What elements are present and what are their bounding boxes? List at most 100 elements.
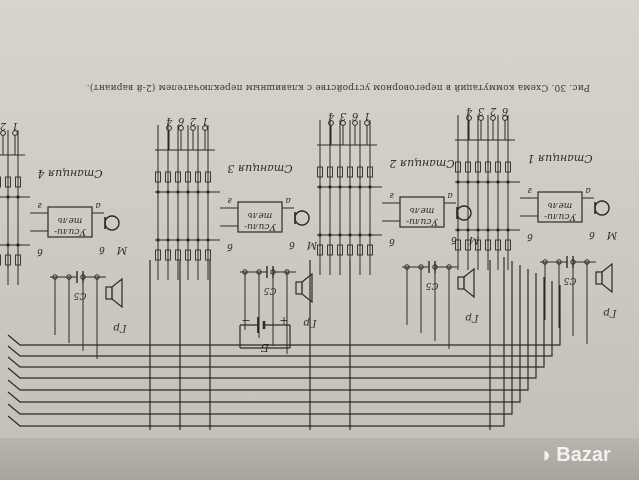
terminal-icon — [202, 125, 208, 131]
switch-contact — [5, 254, 11, 266]
terminal-label: 6 — [501, 105, 508, 116]
switch-contact — [347, 244, 353, 256]
bus-line — [7, 281, 553, 357]
terminal-icon — [490, 115, 496, 121]
switch-contact — [205, 171, 211, 183]
switch-contact — [367, 166, 373, 178]
switch-contact — [317, 244, 323, 256]
amplifier-block — [237, 201, 283, 233]
terminal-icon — [478, 115, 484, 121]
terminal-icon — [340, 120, 346, 126]
switch-contact — [505, 239, 511, 251]
speaker-icon — [105, 286, 113, 300]
bus-line — [7, 265, 521, 403]
pin-g-label: г — [227, 195, 232, 205]
station-title: Станция 2 — [389, 157, 454, 170]
battery-label: Б — [261, 341, 270, 354]
mic-pin-label: б — [99, 244, 105, 255]
switch-contact — [175, 171, 181, 183]
switch-contact — [5, 176, 11, 188]
switch-contact — [0, 176, 1, 188]
switch-contact — [165, 171, 171, 183]
pin-b-label: б — [527, 231, 533, 242]
switch-contact — [155, 249, 161, 261]
pin-b-label: б — [389, 236, 395, 247]
pin-b-label: б — [37, 246, 43, 257]
battery: −+Б — [239, 314, 291, 354]
station-title: Станция 3 — [227, 162, 292, 175]
capacitor-label: C5 — [425, 280, 438, 290]
switch-contact — [495, 161, 501, 173]
terminal-label: 3 — [478, 105, 484, 116]
terminal-icon — [284, 269, 290, 275]
speaker-cone — [111, 277, 123, 309]
terminal-icon — [66, 274, 72, 280]
switch-contact — [485, 161, 491, 173]
terminal-label: 4 — [328, 110, 335, 121]
amplifier-block — [399, 196, 445, 228]
bus-line — [7, 261, 513, 415]
station-title: Станция 1 — [527, 152, 592, 165]
amplifier-label: Усили- — [54, 226, 86, 236]
terminal-label: 1 — [202, 115, 208, 126]
terminal-label: 6 — [177, 115, 184, 126]
switch-contact — [465, 239, 471, 251]
terminal-icon — [418, 264, 424, 270]
amplifier-label: Усили- — [544, 211, 576, 221]
terminal-icon — [570, 259, 576, 265]
switch-contact — [195, 249, 201, 261]
mic-pin-label: б — [451, 234, 457, 245]
terminal-label: 2 — [190, 115, 197, 126]
terminal-label: 2 — [490, 105, 497, 116]
switch-contact — [317, 166, 323, 178]
terminal-icon — [166, 125, 172, 131]
speaker-cone — [301, 272, 313, 304]
terminal-icon — [584, 259, 590, 265]
switch-contact — [337, 244, 343, 256]
speaker-icon — [595, 271, 603, 285]
switch-contact — [175, 249, 181, 261]
terminal-icon — [364, 120, 370, 126]
switch-contact — [357, 244, 363, 256]
battery-minus-label: − — [241, 314, 250, 327]
pin-g-label: г — [389, 190, 394, 200]
speaker-cone — [463, 267, 475, 299]
switch-contact — [337, 166, 343, 178]
capacitor-label: C5 — [73, 290, 86, 300]
amplifier-label: Усили- — [244, 221, 276, 231]
terminal-icon — [352, 120, 358, 126]
switch-contact — [455, 161, 461, 173]
terminal-label: 3 — [340, 110, 346, 121]
pin-g-label: г — [527, 185, 532, 195]
terminal-icon — [52, 274, 58, 280]
switch-contact — [465, 161, 471, 173]
amplifier-block — [537, 191, 583, 223]
speaker-label: Гр — [603, 307, 618, 318]
speaker-icon — [457, 276, 465, 290]
switch-contact — [505, 161, 511, 173]
page-edge — [0, 438, 639, 480]
station-title: Станция 4 — [37, 167, 102, 180]
switch-contact — [485, 239, 491, 251]
terminal-icon — [556, 259, 562, 265]
terminal-icon — [432, 264, 438, 270]
microphone-icon — [456, 205, 472, 221]
microphone-icon — [104, 215, 120, 231]
pin-b-label: б — [227, 241, 233, 252]
terminal-icon — [242, 269, 248, 275]
amplifier-label: тель — [410, 205, 435, 215]
capacitor-label: C5 — [563, 275, 576, 285]
amplifier-label: тель — [548, 200, 573, 210]
pin-a-label: a — [95, 200, 100, 210]
switch-contact — [357, 166, 363, 178]
switch-contact — [15, 254, 21, 266]
terminal-label: 4 — [166, 115, 173, 126]
terminal-icon — [94, 274, 100, 280]
switch-contact — [155, 171, 161, 183]
speaker-label: Гр — [113, 322, 128, 333]
